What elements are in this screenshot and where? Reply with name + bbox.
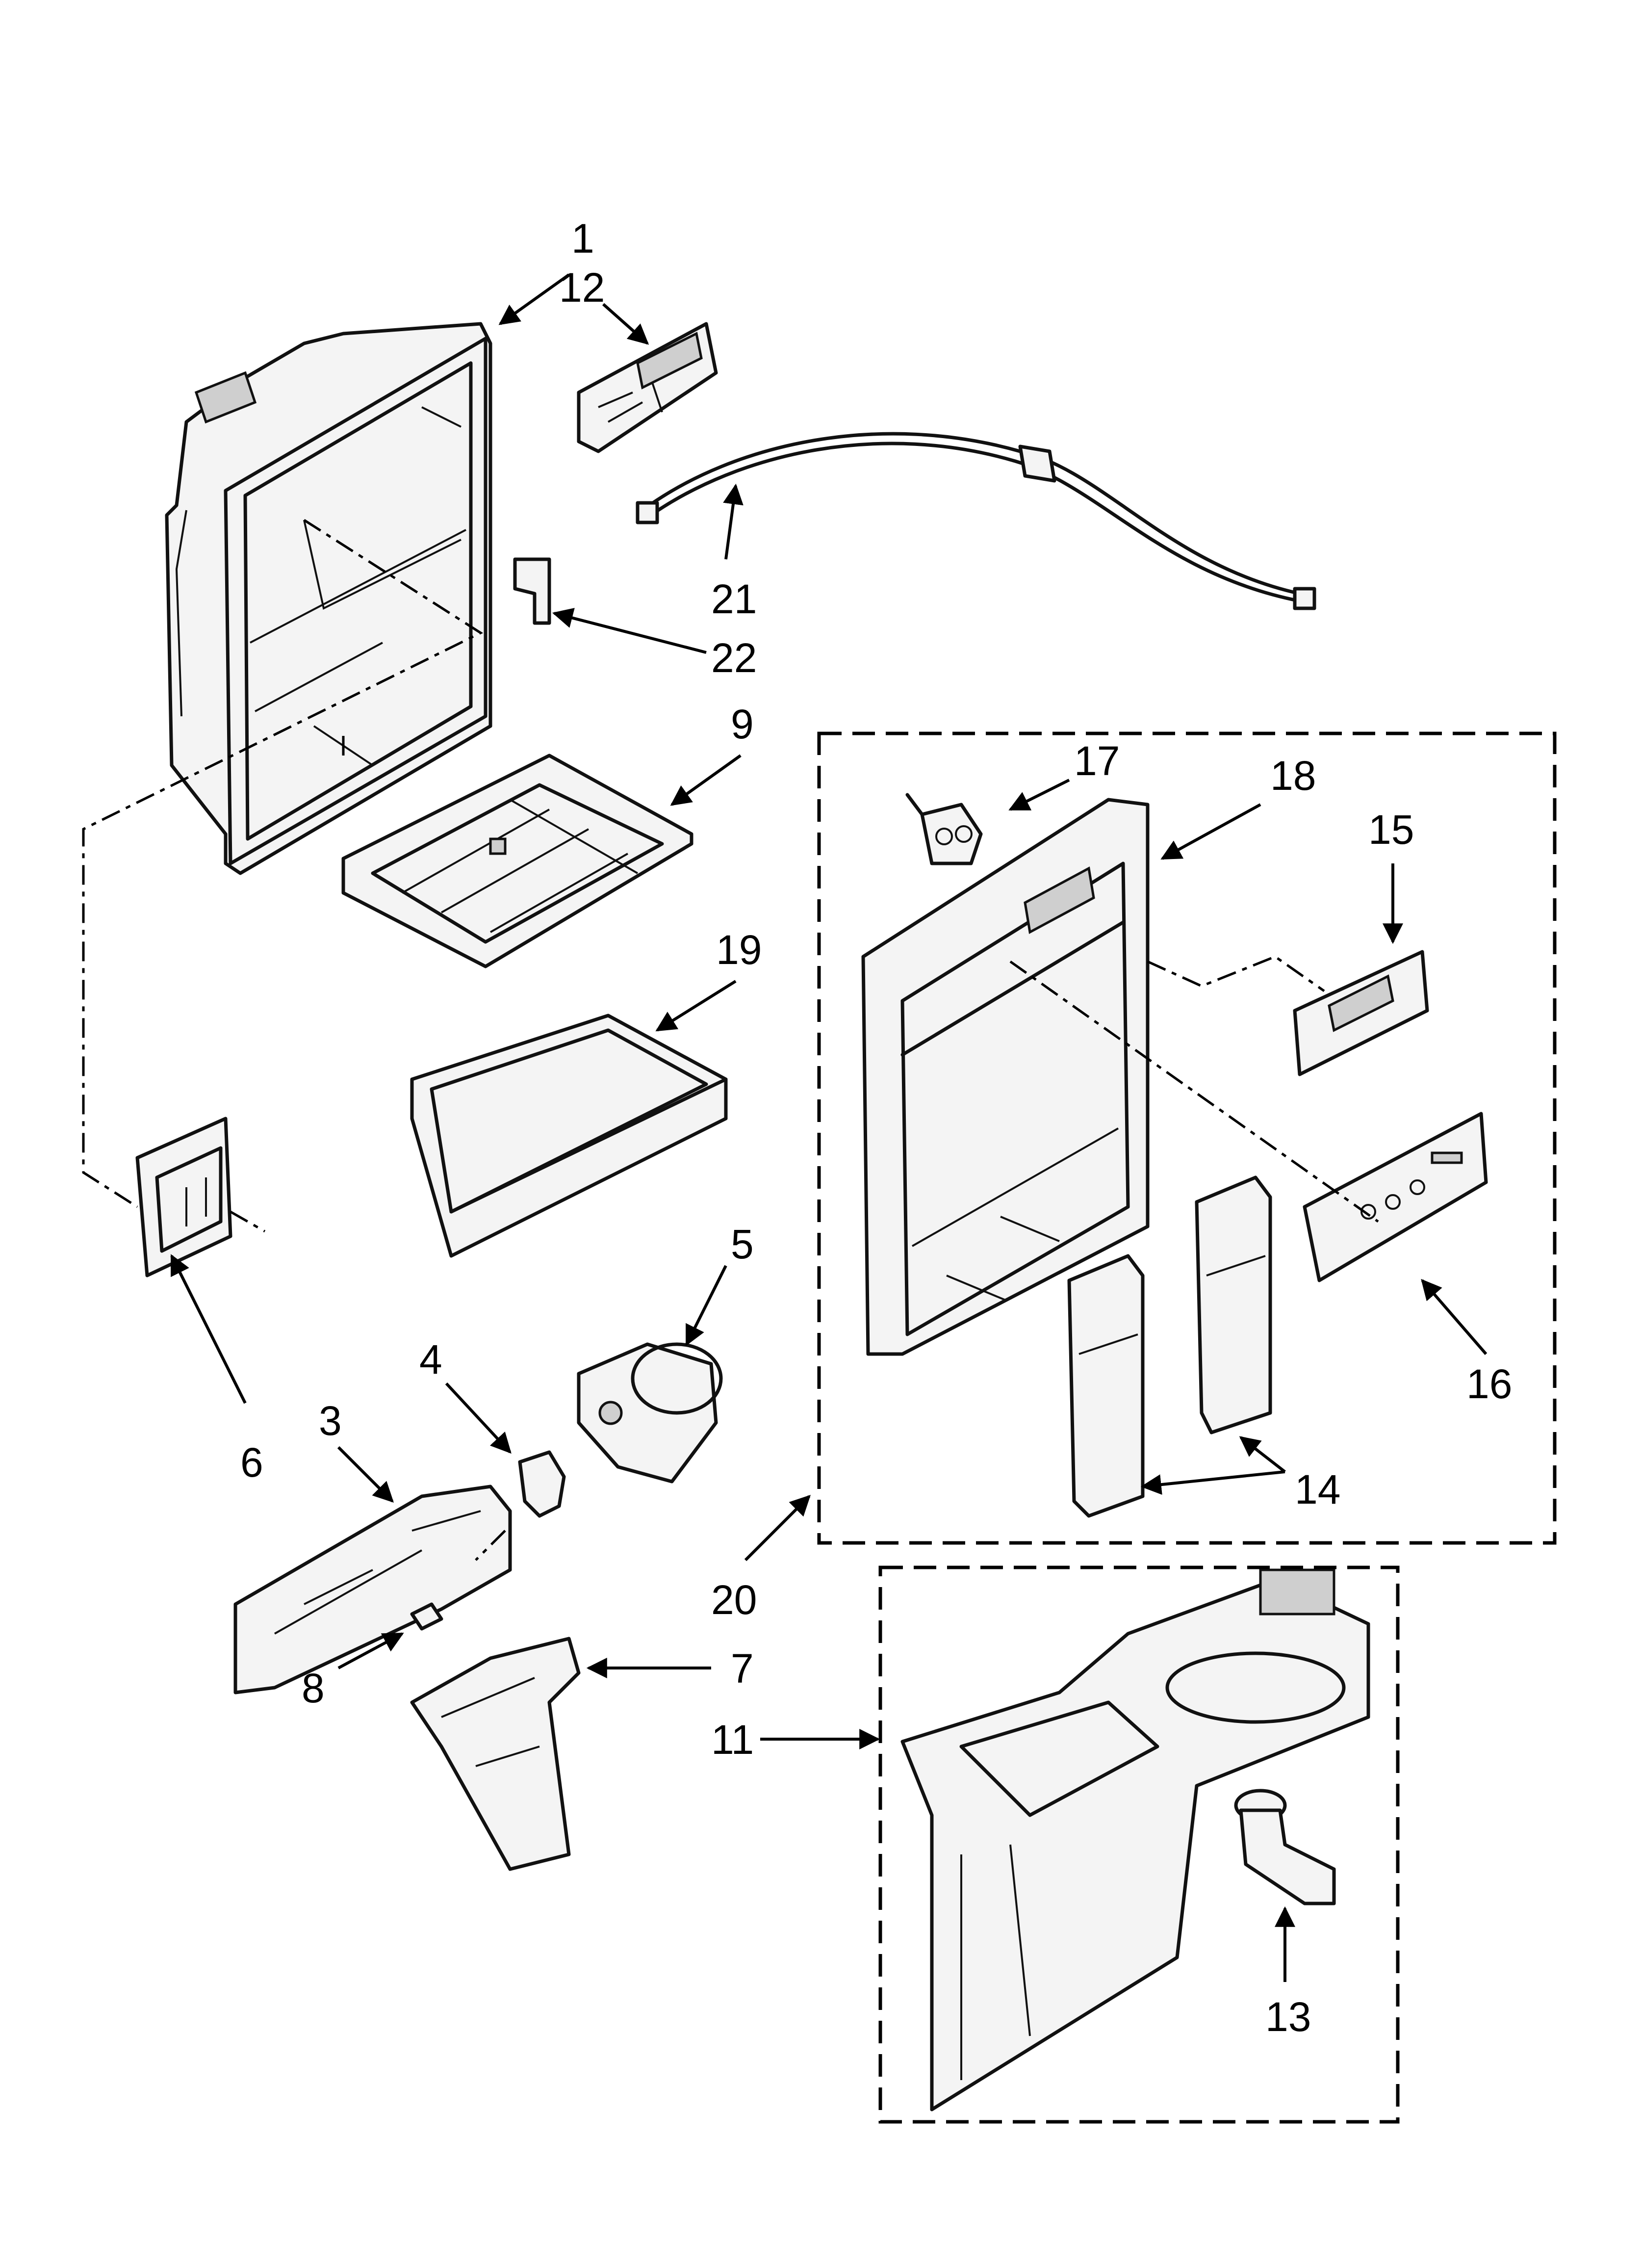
- callout-15: 15: [1368, 807, 1414, 853]
- callout-11: 11: [711, 1717, 754, 1763]
- connector: [905, 793, 983, 865]
- callout-21: 21: [711, 576, 757, 622]
- callout-12: 12: [559, 264, 605, 311]
- callout-9: 9: [731, 701, 754, 747]
- control-panel: [1303, 1112, 1488, 1282]
- leader-arrows: [170, 273, 1488, 1982]
- bracket: [513, 557, 551, 625]
- switch-housing: [135, 1117, 232, 1277]
- callout-5: 5: [731, 1221, 754, 1267]
- ice-chute: [900, 1568, 1370, 2112]
- paddle-right: [1195, 1175, 1272, 1434]
- screw: [410, 1602, 443, 1631]
- water-fitting: [1234, 1789, 1336, 1905]
- callout-20: 20: [711, 1577, 757, 1623]
- lever: [233, 1485, 512, 1694]
- alignment-lines: [82, 519, 1379, 1561]
- callout-6: 6: [240, 1439, 263, 1486]
- callout-14: 14: [1295, 1466, 1340, 1512]
- control-board: [577, 322, 718, 453]
- callout-13: 13: [1265, 1994, 1311, 2040]
- callout-22: 22: [711, 635, 757, 681]
- callout-19: 19: [716, 927, 762, 973]
- callout-1: 1: [571, 215, 594, 261]
- ice-bucket-housing: [165, 322, 492, 875]
- callout-4: 4: [419, 1336, 442, 1382]
- callout-3: 3: [319, 1398, 342, 1444]
- ice-tray-shelf: [341, 754, 693, 968]
- callout-8: 8: [302, 1665, 325, 1711]
- paddle-left: [1067, 1254, 1145, 1518]
- callout-16: 16: [1466, 1361, 1512, 1407]
- callout-7: 7: [731, 1645, 754, 1692]
- callout-17: 17: [1074, 738, 1120, 784]
- motor: [577, 1342, 723, 1484]
- group-box-20: [817, 731, 1557, 1545]
- wire-harness: [636, 432, 1316, 610]
- dispenser-housing: [861, 798, 1150, 1356]
- callout-18: 18: [1270, 753, 1316, 799]
- drip-tray: [410, 1014, 728, 1258]
- actuator: [518, 1450, 566, 1518]
- circuit-board: [1293, 950, 1429, 1076]
- lever-arm: [410, 1637, 581, 1871]
